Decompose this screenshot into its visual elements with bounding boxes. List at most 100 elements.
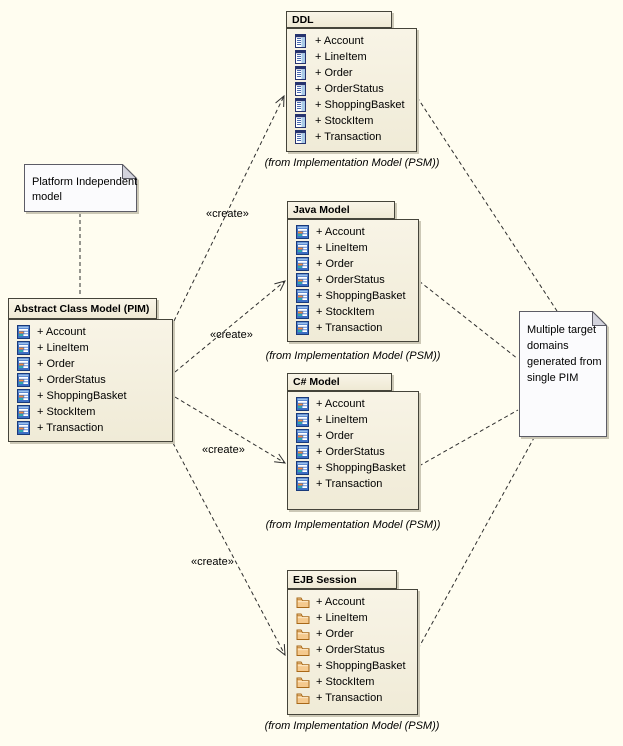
package-item[interactable]: + ShoppingBasket [288,288,418,304]
package-item[interactable]: + LineItem [288,240,418,256]
notelink-csharp[interactable] [418,409,519,467]
table-icon [295,82,309,96]
package-item-label: + Order [37,358,75,370]
package-item[interactable]: + Account [287,33,416,49]
package-item[interactable]: + LineItem [288,610,417,626]
folder-icon [296,660,310,673]
package-item[interactable]: + Order [288,256,418,272]
package-item[interactable]: + Transaction [288,690,417,706]
package-item[interactable]: + ShoppingBasket [288,460,418,476]
package-csharp-caption: (from Implementation Model (PSM)) [265,519,441,531]
class-icon [17,357,31,371]
package-item[interactable]: + StockItem [288,304,418,320]
package-item-label: + OrderStatus [316,446,385,458]
class-icon [17,389,31,403]
create-label-ejb[interactable]: «create» [191,556,234,568]
package-ddl-caption: (from Implementation Model (PSM)) [264,157,440,169]
folder-icon [296,628,310,641]
create-label-csharp[interactable]: «create» [202,444,245,456]
package-item[interactable]: + ShoppingBasket [9,388,172,404]
package-csharp-tab[interactable]: C# Model [287,373,392,391]
note-shape [24,163,138,212]
folder-icon [296,676,310,689]
package-item[interactable]: + OrderStatus [288,444,418,460]
package-item[interactable]: + LineItem [9,340,172,356]
package-item[interactable]: + Order [287,65,416,81]
note-pim-text: Platform Independent model [32,176,138,203]
table-icon [295,66,309,80]
class-icon [296,273,310,287]
package-item-label: + LineItem [316,414,368,426]
package-pim-body[interactable]: + Account + LineItem [8,319,173,442]
package-item-label: + OrderStatus [37,374,106,386]
class-icon [17,373,31,387]
package-ddl-tab[interactable]: DDL [286,11,392,28]
package-item-label: + ShoppingBasket [315,99,405,111]
class-icon [296,461,310,475]
package-item[interactable]: + OrderStatus [288,642,417,658]
create-label-ddl[interactable]: «create» [206,208,249,220]
note-fold-corner-icon [592,310,608,326]
note-target[interactable] [519,310,608,442]
package-item-label: + StockItem [37,406,96,418]
create-label-java[interactable]: «create» [210,329,253,341]
package-item-label: + Account [37,326,86,338]
package-item[interactable]: + ShoppingBasket [287,97,416,113]
package-item[interactable]: + Transaction [287,129,416,145]
package-item[interactable]: + Order [9,356,172,372]
package-java-tab[interactable]: Java Model [287,201,395,219]
package-item[interactable]: + Order [288,626,417,642]
package-item-label: + Account [316,226,365,238]
package-item[interactable]: + LineItem [287,49,416,65]
package-item-label: + Account [316,398,365,410]
class-icon [296,445,310,459]
package-item-label: + StockItem [316,306,375,318]
package-item[interactable]: + Order [288,428,418,444]
note-pim[interactable] [24,163,138,217]
package-item[interactable]: + StockItem [287,113,416,129]
package-item[interactable]: + Transaction [288,320,418,336]
package-item[interactable]: + OrderStatus [288,272,418,288]
package-item[interactable]: + LineItem [288,412,418,428]
connector-create-java[interactable] [174,280,286,373]
table-icon [295,130,309,144]
table-icon [295,114,309,128]
notelink-java[interactable] [418,280,519,360]
package-csharp-body[interactable]: + Account + LineItem [287,391,419,510]
connector-create-ejb[interactable] [172,442,286,657]
package-item[interactable]: + OrderStatus [287,81,416,97]
package-item-label: + LineItem [37,342,89,354]
package-item-label: + Transaction [315,131,382,143]
package-item[interactable]: + ShoppingBasket [288,658,417,674]
package-item-label: + ShoppingBasket [316,290,406,302]
package-item-label: + Transaction [316,322,383,334]
package-item[interactable]: + Account [288,224,418,240]
package-item-label: + LineItem [315,51,367,63]
package-ejb-body[interactable]: + Account + LineItem [287,589,418,715]
class-icon [17,421,31,435]
package-item[interactable]: + Account [288,594,417,610]
package-item-label: + Transaction [316,692,383,704]
notelink-ejb[interactable] [417,435,536,650]
package-item-label: + Order [316,258,354,270]
package-item[interactable]: + Transaction [288,476,418,492]
notelink-ddl[interactable] [416,96,558,312]
package-java-body[interactable]: + Account + LineItem [287,219,419,342]
package-item[interactable]: + Account [9,324,172,340]
package-item-label: + ShoppingBasket [316,660,406,672]
folder-icon [296,692,310,705]
package-ddl-body[interactable]: + Account + LineItem [286,28,417,152]
package-item-label: + Account [315,35,364,47]
package-item[interactable]: + Transaction [9,420,172,436]
package-item-label: + Transaction [316,478,383,490]
package-ejb-tab[interactable]: EJB Session [287,570,397,589]
connector-create-csharp[interactable] [174,396,287,464]
package-item[interactable]: + OrderStatus [9,372,172,388]
package-item[interactable]: + StockItem [288,674,417,690]
note-target-text: Multiple target domains generated from s… [527,324,602,384]
package-pim-tab[interactable]: Abstract Class Model (PIM) [8,298,157,319]
package-item[interactable]: + StockItem [9,404,172,420]
package-item[interactable]: + Account [288,396,418,412]
